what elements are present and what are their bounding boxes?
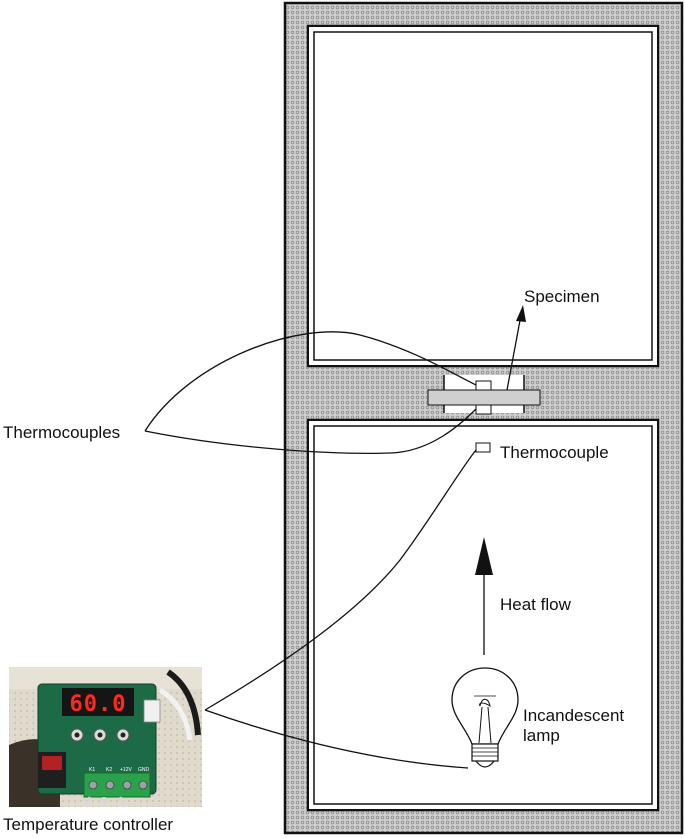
lower-chamber-liner <box>313 425 653 805</box>
terminal-label: K1 <box>89 767 95 773</box>
thermocouple-wire-lower <box>144 408 477 454</box>
temperature-controller-label: Temperature controller <box>3 815 174 834</box>
upper-chamber <box>307 25 659 367</box>
specimen-plate <box>427 389 541 406</box>
incandescent-lamp-icon <box>451 667 519 768</box>
specimen-label: Specimen <box>524 287 600 306</box>
upper-chamber-liner <box>313 31 653 361</box>
thermocouple-bottom <box>475 404 492 415</box>
specimen-pointer-line <box>506 314 522 391</box>
terminal-label: K2 <box>106 767 112 773</box>
terminal-label: GND <box>138 767 150 773</box>
lamp-label-line1: Incandescent <box>523 706 625 725</box>
thermocouple-label: Thermocouple <box>500 443 609 462</box>
lamp-label-line2: lamp <box>523 726 560 746</box>
thermocouple-wire-upper <box>144 331 477 432</box>
thermocouple-top <box>475 380 492 391</box>
thermocouple-air <box>475 442 491 453</box>
controller-wire-lower <box>204 709 469 769</box>
terminal-labels: K1 K2 +12V GND <box>89 767 150 773</box>
temperature-controller-photo <box>9 667 202 808</box>
terminal-label: +12V <box>120 767 132 773</box>
thermocouples-label: Thermocouples <box>3 423 121 442</box>
controller-wire-upper <box>204 449 477 711</box>
incandescent-lamp-label: Incandescent lamp <box>523 706 624 747</box>
specimen-pointer-head <box>516 305 526 322</box>
heat-flow-arrowhead <box>475 537 493 575</box>
heat-flow-label: Heat flow <box>500 595 571 614</box>
controller-display-reading: 60.0 <box>70 692 127 717</box>
